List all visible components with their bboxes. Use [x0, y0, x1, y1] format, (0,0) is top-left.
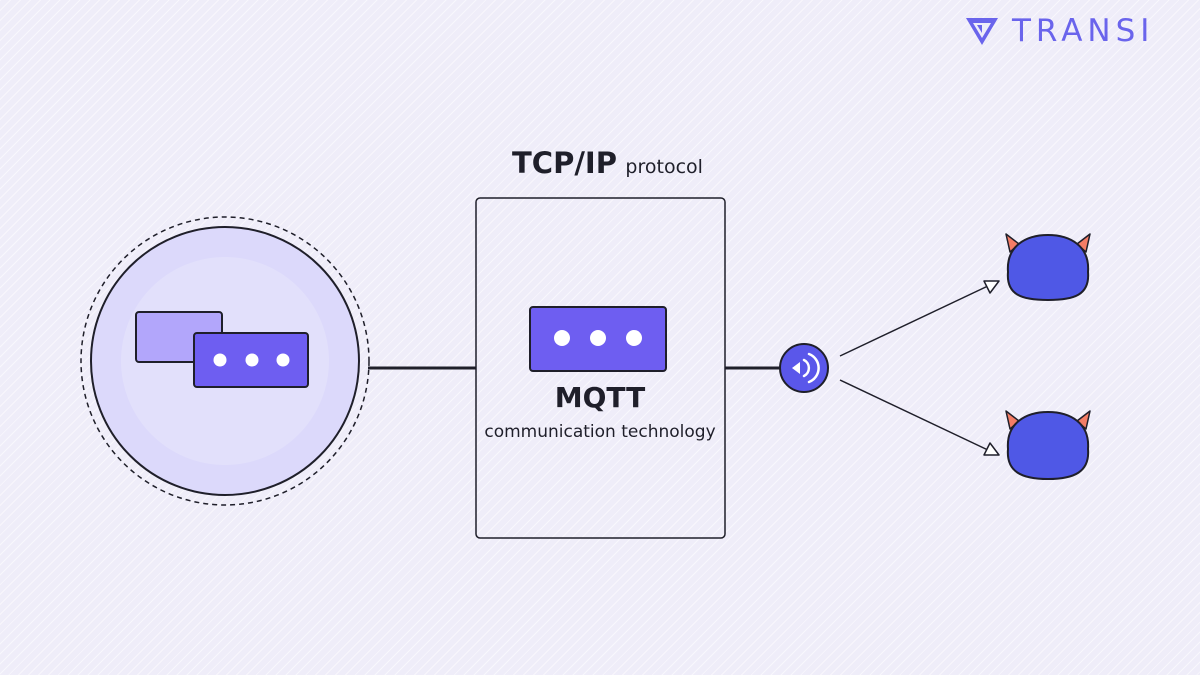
brand-logo: TRANSI: [964, 13, 1154, 49]
protocol-label: TCP/IP protocol: [512, 146, 703, 180]
broker-subtitle: communication technology: [484, 422, 716, 442]
triangle-logo-icon: [966, 18, 998, 45]
arrow-to-device-2: [839, 379, 1000, 456]
brand-name: TRANSI: [1012, 13, 1155, 49]
protocol-title: TCP/IP: [512, 146, 617, 180]
client-node: [80, 216, 370, 506]
wireless-signal-icon: [779, 343, 829, 393]
protocol-subtitle: protocol: [625, 156, 703, 178]
message-dots-icon: [529, 306, 667, 372]
horned-device-icon: [1005, 233, 1091, 302]
horned-device-icon: [1005, 410, 1091, 481]
arrow-to-device-1: [839, 280, 1000, 357]
client-dashed-ring: [80, 216, 370, 506]
broker-title: MQTT: [554, 381, 646, 414]
chat-bubbles-icon: [135, 311, 309, 388]
broker-box: [475, 197, 726, 539]
